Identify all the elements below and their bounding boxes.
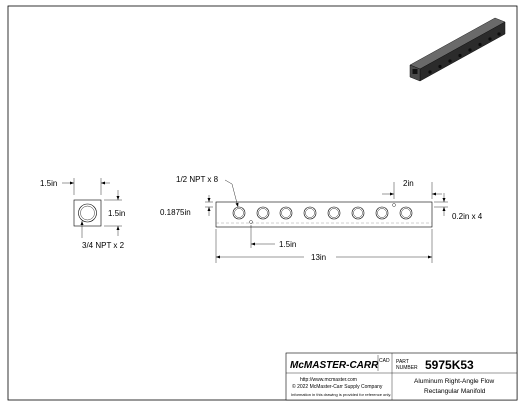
side-view: 1/2 NPT x 8 0.1875in 1.5in 2in 0.2in x 4 bbox=[160, 175, 483, 263]
end-port-label: 3/4 NPT x 2 bbox=[82, 241, 125, 250]
end-view: 1.5in 1.5in 3/4 NPT x 2 bbox=[40, 178, 125, 250]
side-port-holes bbox=[232, 206, 413, 220]
isometric-view bbox=[409, 17, 506, 82]
end-height-label: 1.5in bbox=[108, 209, 125, 218]
company-logo: McMASTER-CARR bbox=[290, 360, 379, 371]
part-number-label-2: NUMBER bbox=[396, 365, 418, 371]
port-spacing-label: 2in bbox=[403, 179, 414, 188]
part-number: 5975K53 bbox=[425, 358, 474, 372]
description-line-1: Aluminum Right-Angle Flow bbox=[414, 378, 495, 385]
edge-offset-label: 0.1875in bbox=[160, 208, 191, 217]
side-ports-label: 1/2 NPT x 8 bbox=[176, 175, 219, 184]
disclaimer: Information in this drawing is provided … bbox=[291, 392, 391, 397]
description-line-2: Rectangular Manifold bbox=[424, 388, 486, 395]
length-label: 13in bbox=[311, 253, 326, 262]
drawing-border bbox=[7, 5, 518, 401]
mount-holes-label: 0.2in x 4 bbox=[452, 212, 483, 221]
title-block: McMASTER-CARR CAD PART NUMBER 5975K53 ht… bbox=[285, 352, 518, 401]
first-port-label: 1.5in bbox=[279, 240, 296, 249]
end-width-label: 1.5in bbox=[40, 179, 57, 188]
part-number-label: PART bbox=[396, 359, 409, 365]
website: http://www.mcmaster.com bbox=[300, 377, 357, 383]
cad-label: CAD bbox=[379, 358, 390, 364]
copyright: © 2022 McMaster-Carr Supply Company bbox=[292, 383, 383, 390]
